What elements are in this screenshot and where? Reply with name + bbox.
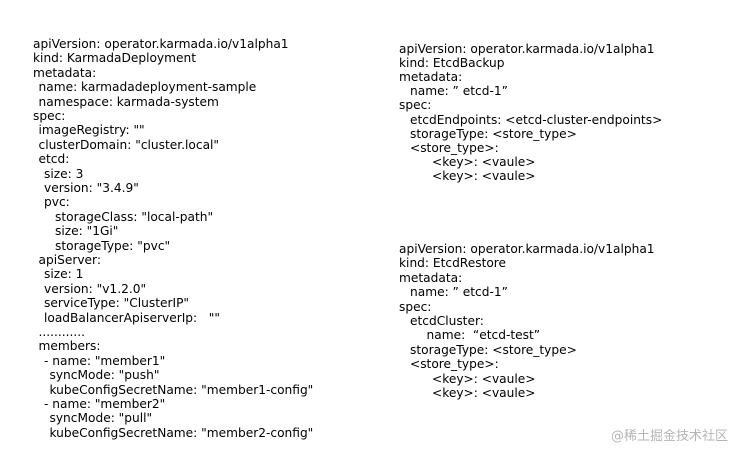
- yaml-line: metadata:: [33, 65, 97, 80]
- yaml-line: syncMode: "pull": [49, 411, 153, 426]
- yaml-line: spec:: [399, 299, 432, 314]
- yaml-line: namespace: karmada-system: [38, 94, 219, 109]
- yaml-line: apiVersion: operator.karmada.io/v1alpha1: [399, 242, 655, 256]
- yaml-line: members:: [38, 339, 101, 354]
- yaml-line: <key>: <vaule>: [432, 168, 536, 183]
- yaml-line: spec:: [33, 109, 66, 123]
- yaml-line: etcdEndpoints: <etcd-cluster-endpoints>: [410, 112, 663, 127]
- yaml-line: apiVersion: operator.karmada.io/v1alpha1: [399, 42, 655, 56]
- etcd-restore-yaml: apiVersion: operator.karmada.io/v1alpha1…: [399, 242, 699, 402]
- yaml-line: name: ” etcd-1”: [410, 285, 508, 300]
- yaml-line: name: karmadadeployment-sample: [38, 80, 257, 95]
- yaml-line: storageType: <store_type>: [410, 342, 577, 357]
- yaml-line: apiServer:: [38, 253, 101, 267]
- yaml-line: serviceType: "ClusterIP": [44, 296, 190, 311]
- yaml-line: storageClass: "local-path": [55, 209, 214, 224]
- yaml-line: <key>: <vaule>: [432, 154, 536, 169]
- yaml-line: <store_type>:: [410, 140, 499, 155]
- karmada-deployment-yaml: apiVersion: operator.karmada.io/v1alpha1…: [33, 37, 363, 440]
- yaml-line: kubeConfigSecretName: "member1-config": [49, 382, 314, 397]
- yaml-line: name: ” etcd-1”: [410, 84, 508, 99]
- yaml-line: <key>: <vaule>: [432, 371, 536, 386]
- yaml-line: pvc:: [44, 195, 70, 210]
- yaml-line: kind: EtcdRestore: [399, 256, 507, 271]
- yaml-line: etcdCluster:: [410, 314, 484, 328]
- yaml-line: metadata:: [399, 70, 463, 85]
- yaml-line: - name: "member1": [44, 353, 166, 368]
- yaml-line: storageType: <store_type>: [410, 126, 577, 141]
- yaml-line: size: "1Gi": [55, 224, 119, 239]
- yaml-line: apiVersion: operator.karmada.io/v1alpha1: [33, 37, 289, 51]
- yaml-line: size: 1: [44, 267, 84, 282]
- yaml-line: etcd:: [38, 152, 70, 167]
- yaml-line: kind: KarmadaDeployment: [33, 51, 197, 66]
- yaml-line: clusterDomain: "cluster.local": [38, 137, 220, 152]
- yaml-line: spec:: [399, 98, 432, 113]
- yaml-line: syncMode: "push": [49, 368, 160, 383]
- yaml-line: metadata:: [399, 270, 463, 285]
- yaml-line: version: "v1.2.0": [44, 281, 147, 296]
- yaml-line: ............: [38, 325, 86, 339]
- yaml-line: storageType: "pvc": [55, 238, 171, 253]
- yaml-line: loadBalancerApiserverIp: "": [44, 310, 220, 325]
- yaml-line: version: "3.4.9": [44, 181, 139, 195]
- watermark-text: @稀土掘金技术社区: [610, 429, 728, 444]
- yaml-line: <store_type>:: [410, 357, 499, 372]
- yaml-line: imageRegistry: "": [38, 123, 145, 138]
- yaml-line: - name: "member2": [44, 397, 166, 411]
- yaml-line: size: 3: [44, 166, 84, 181]
- yaml-line: kubeConfigSecretName: "member2-config": [49, 425, 314, 440]
- yaml-line: name: “etcd-test”: [426, 328, 541, 343]
- yaml-line: <key>: <vaule>: [432, 386, 536, 400]
- etcd-backup-yaml: apiVersion: operator.karmada.io/v1alpha1…: [399, 42, 699, 192]
- yaml-line: kind: EtcdBackup: [399, 56, 505, 71]
